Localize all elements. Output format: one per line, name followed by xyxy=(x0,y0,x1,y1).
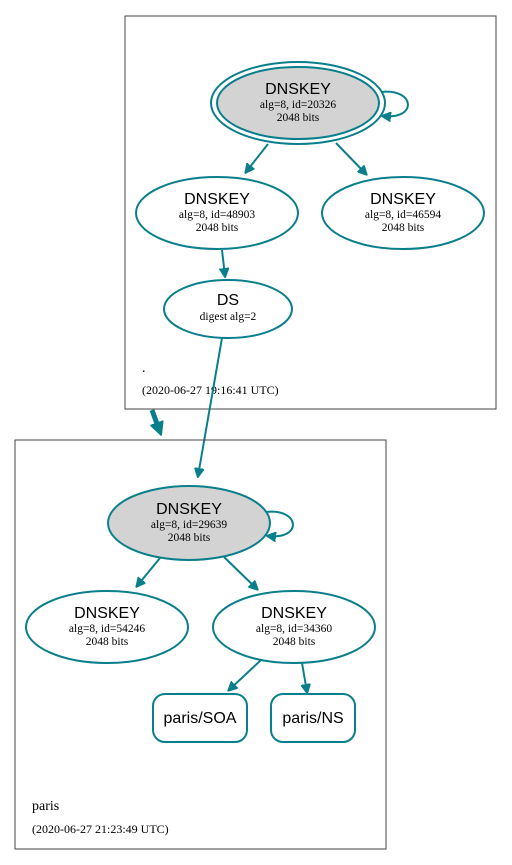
dnskey-node-34360[interactable]: DNSKEY alg=8, id=34360 2048 bits xyxy=(212,590,376,664)
dnskey-bits: 2048 bits xyxy=(168,532,211,544)
dnskey-ellipse xyxy=(107,485,271,561)
delegation-edge-root-to-paris xyxy=(149,409,160,432)
zone-paris-box xyxy=(14,439,387,850)
edge-48903-to-ds xyxy=(222,249,225,276)
ds-title: DS xyxy=(217,292,239,309)
rrset-label: paris/NS xyxy=(282,710,343,727)
zone-paris: DNSKEY alg=8, id=29639 2048 bits DNSKEY … xyxy=(14,439,387,850)
dnskey-alg-id: alg=8, id=20326 xyxy=(260,99,336,111)
dnskey-title: DNSKEY xyxy=(261,605,327,622)
dnskey-node-48903[interactable]: DNSKEY alg=8, id=48903 2048 bits xyxy=(135,176,299,250)
zone-root: DNSKEY alg=8, id=20326 2048 bits DNSKEY … xyxy=(124,15,497,410)
dnskey-title: DNSKEY xyxy=(156,501,222,518)
edge-paris-ksk-self-signature xyxy=(266,510,294,537)
dnskey-alg-id: alg=8, id=46594 xyxy=(365,209,441,221)
zone-root-timestamp: (2020-06-27 19:16:41 UTC) xyxy=(142,383,279,397)
dnskey-ellipse xyxy=(135,176,299,250)
dnskey-bits: 2048 bits xyxy=(86,636,129,648)
edge-34360-to-soa xyxy=(229,659,262,690)
dnskey-node-20326[interactable]: DNSKEY alg=8, id=20326 2048 bits xyxy=(210,61,386,145)
rrset-label: paris/SOA xyxy=(164,710,237,727)
dnskey-alg-id: alg=8, id=34360 xyxy=(256,623,332,635)
dnskey-node-46594[interactable]: DNSKEY alg=8, id=46594 2048 bits xyxy=(321,176,485,250)
rrset-node-soa[interactable]: paris/SOA xyxy=(152,693,248,743)
rrset-node-ns[interactable]: paris/NS xyxy=(270,693,356,743)
dnskey-bits: 2048 bits xyxy=(277,112,320,124)
dnskey-ellipse xyxy=(25,590,189,664)
edge-20326-to-46594 xyxy=(335,142,366,174)
dnskey-ellipse xyxy=(212,590,376,664)
dnskey-node-29639[interactable]: DNSKEY alg=8, id=29639 2048 bits xyxy=(107,485,271,561)
dnskey-node-54246[interactable]: DNSKEY alg=8, id=54246 2048 bits xyxy=(25,590,189,664)
ds-ellipse xyxy=(163,279,293,339)
dnskey-ellipse xyxy=(321,176,485,250)
dnskey-title: DNSKEY xyxy=(74,605,140,622)
dnskey-ellipse xyxy=(216,66,380,140)
zone-paris-timestamp: (2020-06-27 21:23:49 UTC) xyxy=(32,822,169,836)
dnskey-alg-id: alg=8, id=29639 xyxy=(151,519,227,531)
dnskey-bits: 2048 bits xyxy=(382,222,425,234)
edge-29639-to-54246 xyxy=(137,557,161,586)
rrset-box xyxy=(270,693,356,743)
dnskey-title: DNSKEY xyxy=(370,191,436,208)
zone-paris-name: paris xyxy=(32,799,59,814)
ds-digest: digest alg=2 xyxy=(200,311,257,323)
zone-root-box xyxy=(124,15,497,410)
edge-ds-to-29639 xyxy=(198,337,223,476)
zone-root-name: . xyxy=(142,361,146,376)
edge-29639-to-34360 xyxy=(223,556,257,589)
dnskey-bits: 2048 bits xyxy=(196,222,239,234)
ds-node[interactable]: DS digest alg=2 xyxy=(163,279,293,339)
rrset-box xyxy=(152,693,248,743)
dnskey-title: DNSKEY xyxy=(265,81,331,98)
edge-20326-to-48903 xyxy=(246,143,269,172)
dnskey-alg-id: alg=8, id=54246 xyxy=(69,623,145,635)
edge-34360-to-ns xyxy=(302,662,307,692)
dnskey-title: DNSKEY xyxy=(184,191,250,208)
dnskey-bits: 2048 bits xyxy=(273,636,316,648)
edge-root-ksk-self-signature xyxy=(381,90,409,117)
dnskey-alg-id: alg=8, id=48903 xyxy=(179,209,255,221)
